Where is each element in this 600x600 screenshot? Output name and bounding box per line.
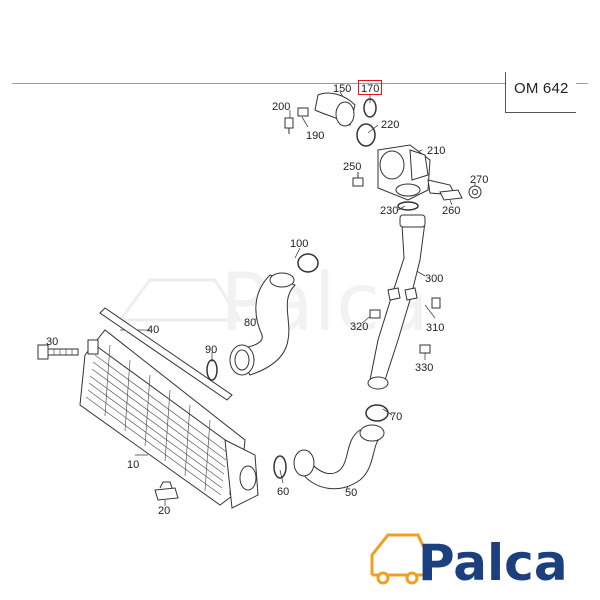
part-label-310: 310 <box>426 322 444 334</box>
part-label-150: 150 <box>333 83 351 95</box>
part-10-intercooler <box>79 329 259 509</box>
part-250-bolt <box>352 172 364 187</box>
part-label-190: 190 <box>306 130 324 142</box>
part-label-70: 70 <box>390 411 402 423</box>
part-230-ring <box>397 201 419 211</box>
part-300-charge-pipe <box>367 214 426 390</box>
engine-code-label: OM 642 <box>514 80 569 97</box>
part-label-200: 200 <box>272 101 290 113</box>
part-label-260: 260 <box>442 205 460 217</box>
part-label-320: 320 <box>350 321 368 333</box>
car-icon <box>370 533 427 585</box>
part-260-bracket <box>439 189 463 201</box>
part-label-300: 300 <box>425 273 443 285</box>
part-label-60: 60 <box>277 486 289 498</box>
part-170-ring <box>363 98 377 118</box>
part-label-230: 230 <box>380 205 398 217</box>
part-label-50: 50 <box>345 487 357 499</box>
part-320-bolt <box>369 309 381 319</box>
part-label-20: 20 <box>158 505 170 517</box>
part-60-ring <box>273 455 287 479</box>
part-80-hose <box>229 272 296 376</box>
part-20-clip <box>154 481 179 501</box>
part-30-bolt <box>37 344 79 360</box>
part-label-10: 10 <box>127 459 139 471</box>
diagram-frame <box>12 83 588 520</box>
part-label-210: 210 <box>427 145 445 157</box>
part-310-bolt <box>431 297 441 309</box>
part-100-ring <box>297 253 319 273</box>
part-labels: 10 20 30 40 50 60 70 80 90 100 150 170 1… <box>46 83 488 517</box>
palca-logo: Palca <box>370 533 568 592</box>
part-label-220: 220 <box>381 119 399 131</box>
part-210-throttle-housing <box>377 144 456 201</box>
part-label-40: 40 <box>147 324 159 336</box>
part-220-ring <box>356 123 376 147</box>
engine-code-box <box>505 72 576 113</box>
part-200-bolt <box>284 117 294 134</box>
part-label-90: 90 <box>205 344 217 356</box>
part-label-170: 170 <box>361 83 379 95</box>
part-150-pipe <box>314 92 356 127</box>
part-90-ring <box>206 359 218 381</box>
part-label-80: 80 <box>244 317 256 329</box>
part-label-30: 30 <box>46 336 58 348</box>
part-190-clip <box>297 107 309 117</box>
part-270-nut <box>468 185 482 199</box>
part-label-270: 270 <box>470 174 488 186</box>
part-label-330: 330 <box>415 362 433 374</box>
part-70-ring <box>365 404 389 422</box>
highlighted-part-box <box>358 80 382 95</box>
part-label-250: 250 <box>343 161 361 173</box>
brand-name: Palca <box>418 534 568 592</box>
part-label-100: 100 <box>290 238 308 250</box>
part-40-seal-strip <box>99 307 233 401</box>
part-50-hose <box>293 424 385 490</box>
part-330-bolt <box>419 344 431 354</box>
